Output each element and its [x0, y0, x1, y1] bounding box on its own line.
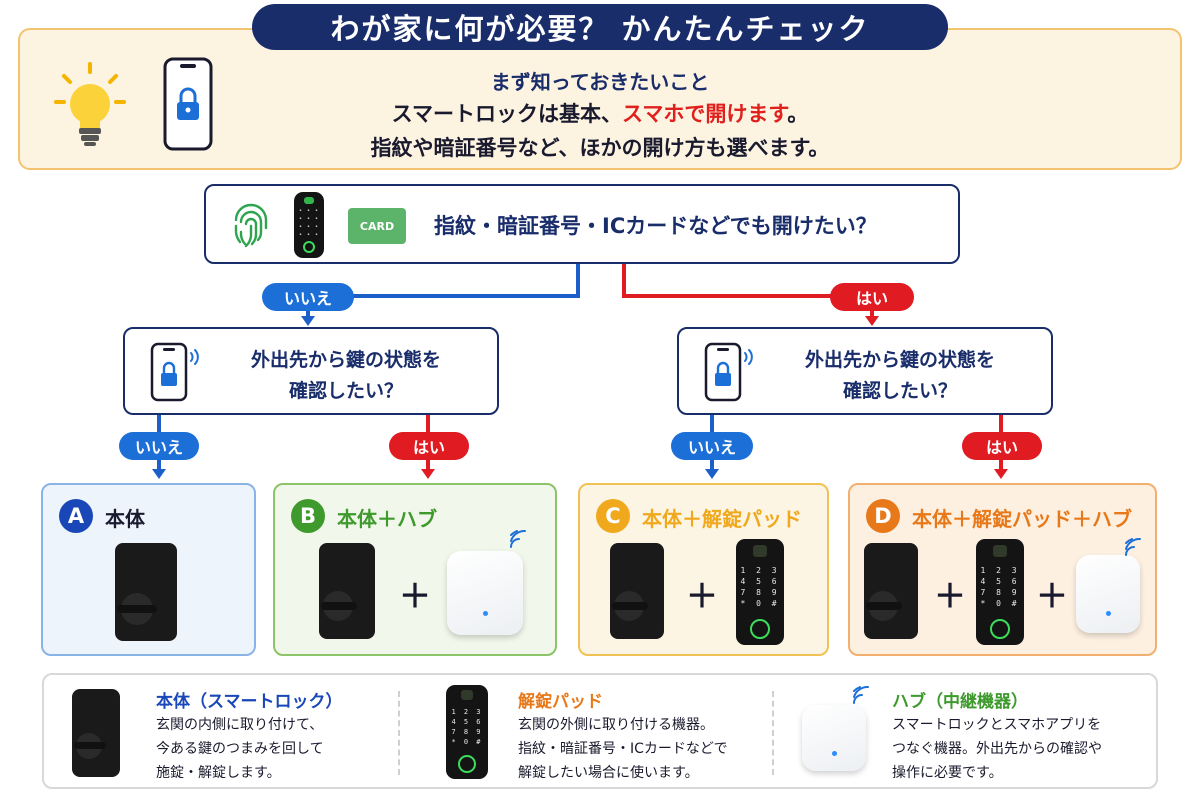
arrow-icon	[152, 469, 166, 479]
question-2-text: 外出先から鍵の状態を確認したい？	[250, 349, 441, 402]
option-title: 本体＋解錠パッド＋ハブ	[912, 507, 1132, 531]
connector-line	[622, 294, 874, 298]
phone-lock-icon	[150, 342, 199, 402]
legend-description: 玄関の外側に取り付ける機器。指紋・暗証番号・ICカードなどで解錠したい場合に使い…	[518, 717, 728, 781]
plus-sign: ＋	[686, 577, 719, 615]
answer-no-pill: いいえ	[262, 283, 354, 311]
page-title: わが家に何が必要？ かんたんチェック	[252, 4, 948, 50]
legend-box: 本体（スマートロック） 玄関の内側に取り付けて、今ある鍵のつまみを回して施錠・解…	[42, 673, 1158, 789]
arrow-icon	[705, 469, 719, 479]
plus-sign: ＋	[934, 577, 967, 615]
info-heading: まず知っておきたいこと	[490, 70, 710, 94]
question-remote-check-right: 外出先から鍵の状態を確認したい？	[677, 327, 1053, 415]
option-title: 本体	[105, 507, 145, 531]
question-remote-check-left: 外出先から鍵の状態を確認したい？	[123, 327, 499, 415]
phone-lock-icon	[704, 342, 753, 402]
answer-yes-pill: はい	[830, 283, 914, 311]
answer-no-pill: いいえ	[119, 432, 199, 460]
answer-yes-pill: はい	[962, 432, 1042, 460]
arrow-icon	[421, 469, 435, 479]
legend-description: スマートロックとスマホアプリをつなぐ機器。外出先からの確認や操作に必要です。	[892, 717, 1102, 781]
plus-sign: ＋	[1036, 577, 1069, 615]
legend-title: ハブ（中継機器）	[892, 692, 1028, 712]
legend-title: 解錠パッド	[518, 692, 603, 712]
wifi-icon	[1125, 538, 1141, 556]
arrow-icon	[301, 316, 315, 326]
smart-lock-image	[72, 689, 120, 777]
keypad-icon: • • •• • •• • •• • •	[294, 192, 324, 258]
phone-lock-icon	[163, 57, 213, 151]
wifi-icon	[853, 686, 869, 704]
arrow-icon	[994, 469, 1008, 479]
question-1-text: 指紋・暗証番号・ICカードなどでも開けたい？	[434, 214, 877, 238]
fingerprint-icon	[234, 203, 268, 248]
option-badge: D	[866, 499, 900, 533]
info-line-2: スマートロックは基本、スマホで開けます。	[391, 102, 809, 126]
question-auth-methods: • • •• • •• • •• • • CARD 指紋・暗証番号・ICカードな…	[204, 184, 960, 264]
hub-image	[1076, 555, 1140, 633]
option-title: 本体＋ハブ	[337, 507, 437, 531]
option-badge: A	[59, 499, 93, 533]
divider	[772, 691, 774, 775]
smart-lock-image	[115, 543, 177, 641]
card-icon: CARD	[348, 208, 406, 244]
legend-description: 玄関の内側に取り付けて、今ある鍵のつまみを回して施錠・解錠します。	[156, 717, 324, 781]
plus-sign: ＋	[399, 577, 432, 615]
divider	[398, 691, 400, 775]
smart-lock-image	[319, 543, 375, 639]
connector-line	[306, 294, 580, 298]
info-line-3: 指紋や暗証番号など、ほかの開け方も選べます。	[370, 136, 830, 160]
question-2-text: 外出先から鍵の状態を確認したい？	[804, 349, 995, 402]
hub-image	[802, 705, 866, 771]
option-b-card: B 本体＋ハブ ＋	[273, 483, 557, 656]
option-badge: B	[291, 499, 325, 533]
option-badge: C	[596, 499, 630, 533]
info-box: まず知っておきたいこと スマートロックは基本、スマホで開けます。 指紋や暗証番号…	[18, 28, 1182, 170]
wifi-icon	[510, 530, 526, 548]
answer-no-pill: いいえ	[671, 432, 753, 460]
connector-line	[576, 264, 580, 298]
legend-title: 本体（スマートロック）	[156, 692, 343, 712]
option-title: 本体＋解錠パッド	[642, 507, 802, 531]
lightbulb-icon	[54, 62, 126, 146]
option-a-card: A 本体	[41, 483, 256, 656]
hub-image	[447, 551, 523, 635]
smart-lock-image	[610, 543, 664, 639]
arrow-icon	[865, 316, 879, 326]
connector-line	[622, 264, 626, 298]
smart-lock-image	[864, 543, 918, 639]
answer-yes-pill: はい	[389, 432, 469, 460]
